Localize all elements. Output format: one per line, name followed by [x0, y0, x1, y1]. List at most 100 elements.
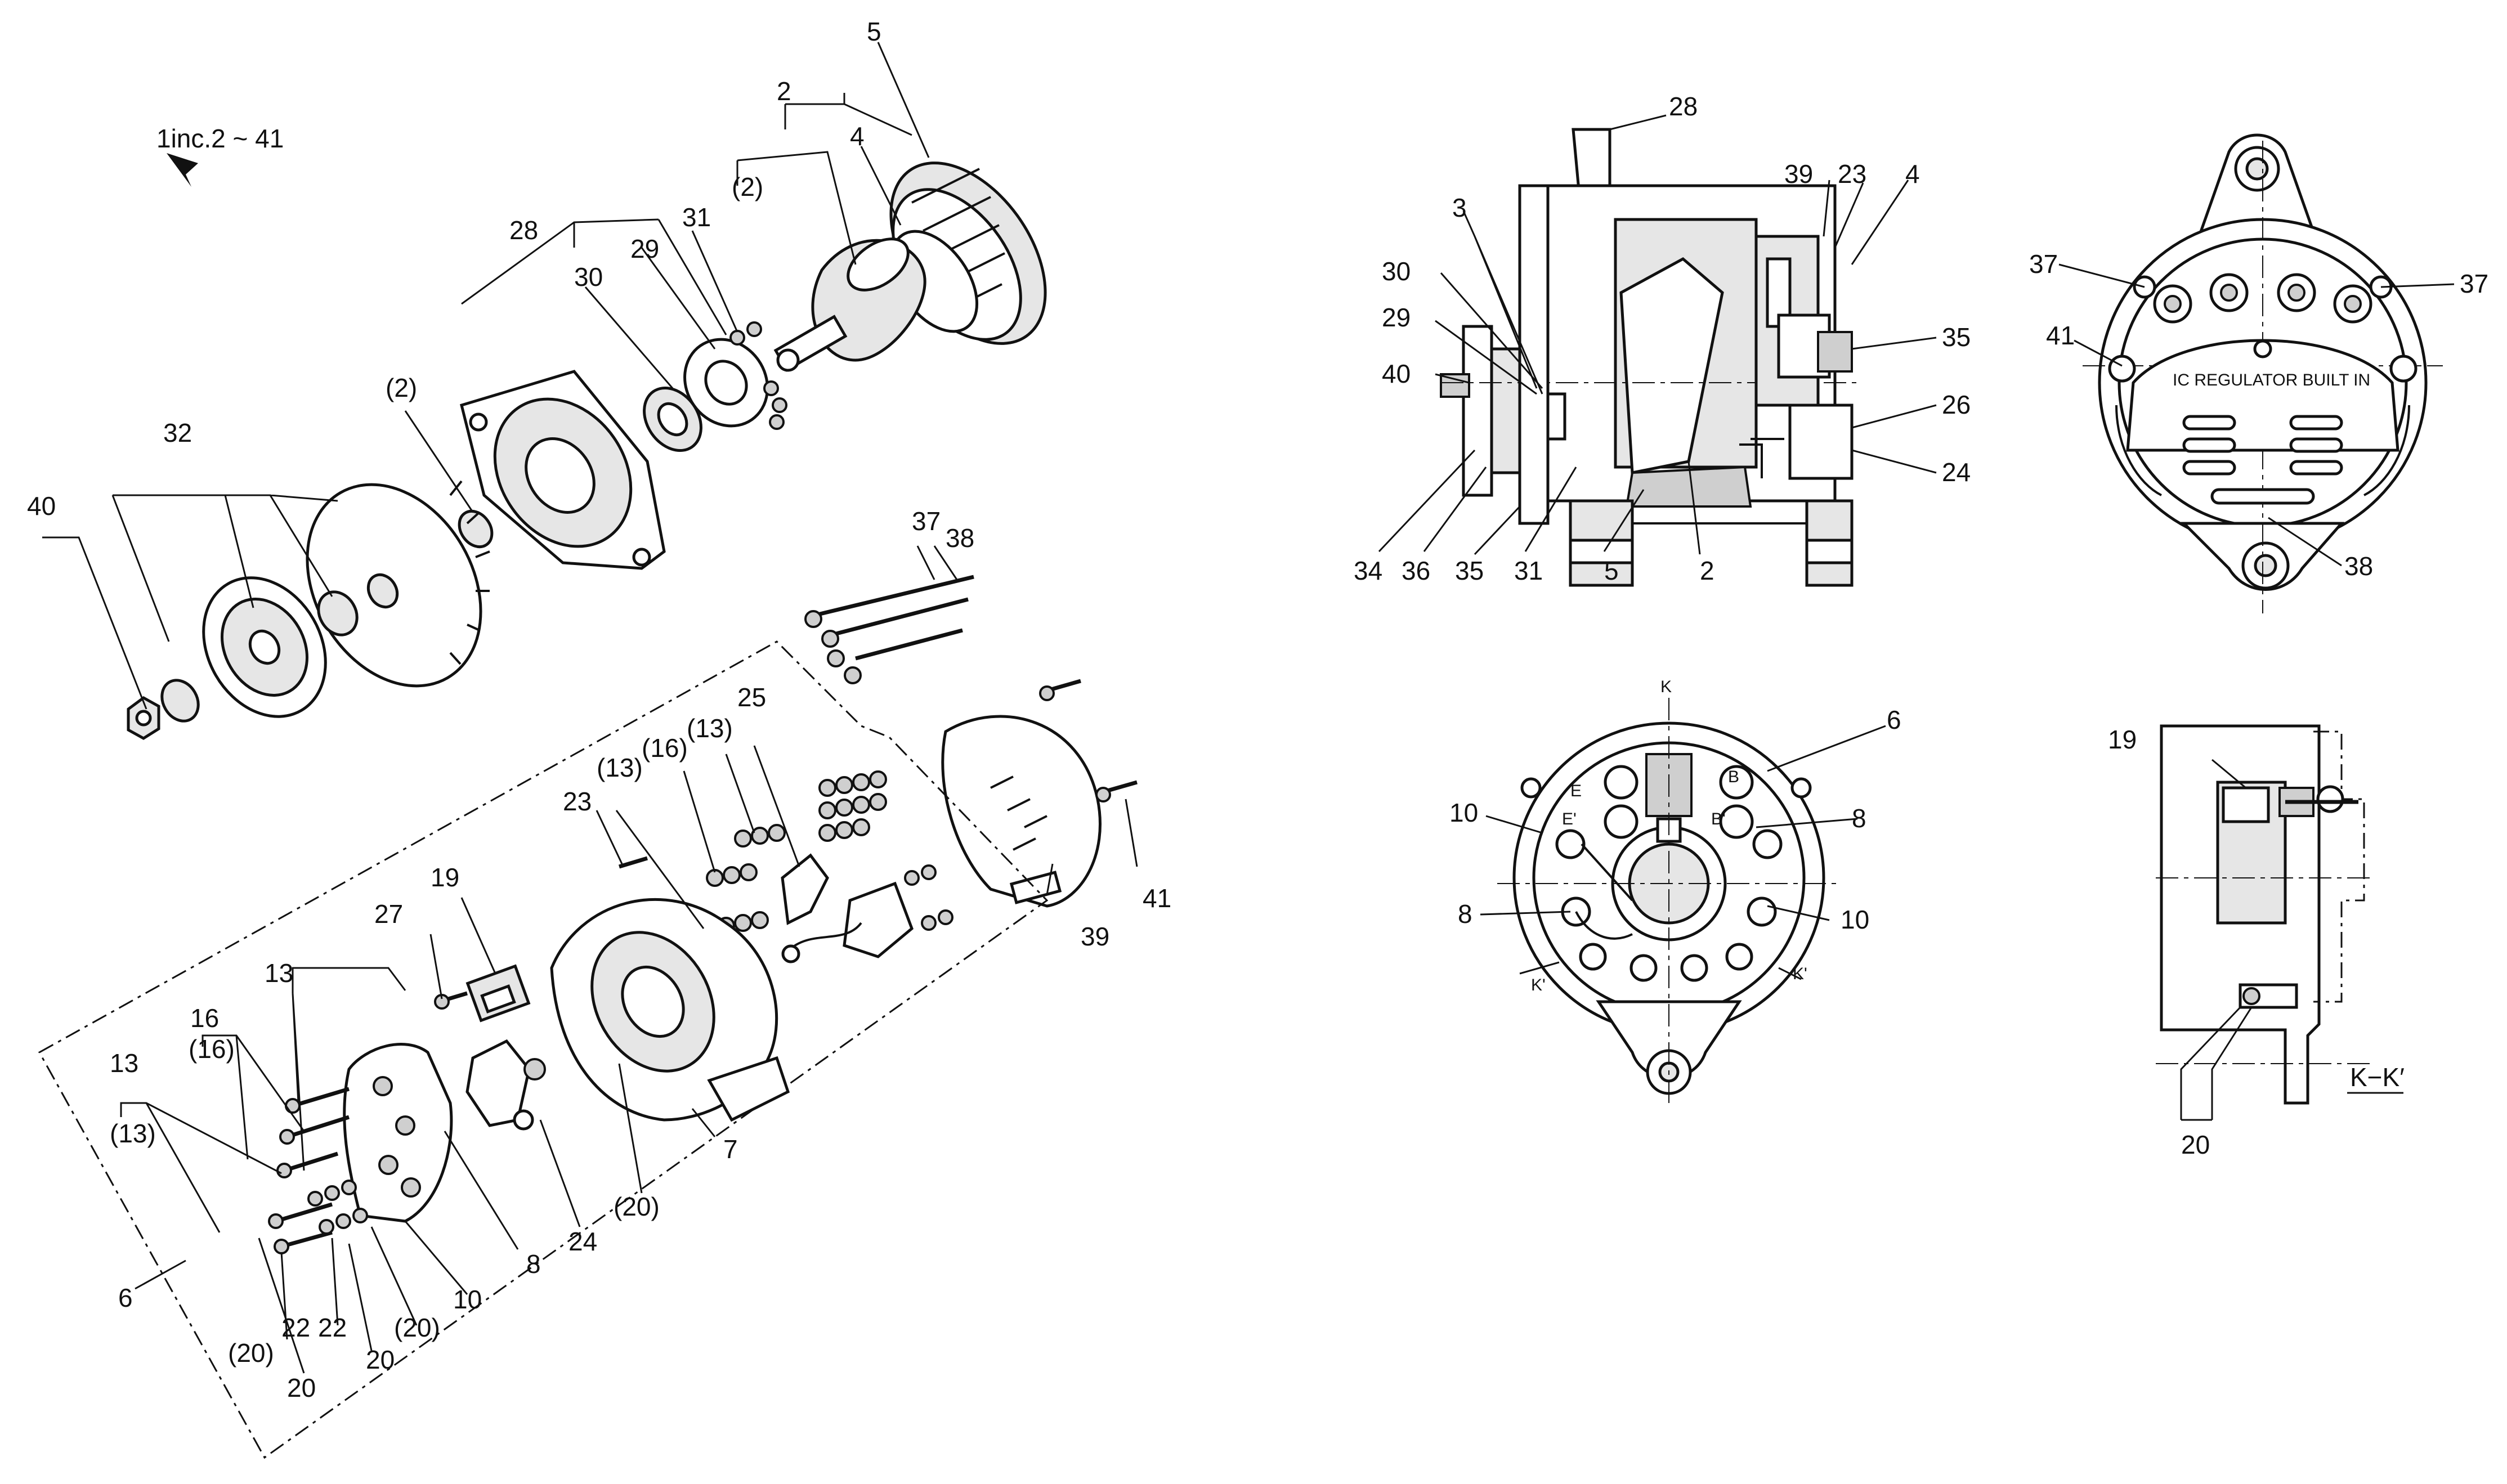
- callout: 10: [1449, 798, 1478, 827]
- callout: 19: [431, 863, 459, 892]
- callout: (16): [642, 733, 688, 763]
- callout: 30: [574, 262, 603, 292]
- terminal-mark: B: [1728, 768, 1739, 786]
- callout: 31: [682, 203, 711, 232]
- callout: 8: [1852, 804, 1866, 833]
- callout: 6: [118, 1283, 133, 1312]
- callout: 4: [850, 122, 865, 151]
- rotor-part: [773, 237, 926, 372]
- callout: (13): [597, 753, 643, 782]
- callout: 2: [777, 77, 791, 106]
- callout: 37: [2029, 249, 2058, 279]
- stator-part: [889, 162, 1047, 345]
- callout: 37: [912, 506, 941, 536]
- front-housing-part: [459, 370, 666, 570]
- callout: (2): [386, 373, 417, 402]
- callout: 5: [1604, 556, 1619, 585]
- callout: 2: [1700, 556, 1714, 585]
- spacer-part: [458, 509, 494, 549]
- callout: 20: [366, 1345, 395, 1374]
- callout: 40: [1382, 359, 1411, 388]
- section-mark: K': [1531, 976, 1546, 994]
- callout: 13: [265, 958, 293, 988]
- side-leader-lines: [1378, 114, 1937, 555]
- rectifier-part: [343, 1043, 453, 1223]
- bearing-part: [643, 386, 702, 452]
- callout: 37: [2460, 269, 2488, 298]
- rear-view: IC REGULATOR BUILT IN 37 37 41 38: [2029, 133, 2488, 613]
- section-mark: K': [1793, 965, 1807, 983]
- callout: 6: [1887, 705, 1901, 734]
- callout: 41: [1143, 884, 1171, 913]
- terminal-mark: E: [1570, 782, 1582, 800]
- callout: 10: [453, 1285, 482, 1314]
- collar-part: [317, 590, 359, 636]
- callout: 26: [1942, 390, 1971, 419]
- callout: 7: [723, 1135, 738, 1164]
- terminal-mark: B': [1711, 810, 1726, 828]
- callout: 31: [1514, 556, 1543, 585]
- callout: (20): [228, 1338, 274, 1368]
- callout: 13: [110, 1048, 138, 1078]
- callout: 29: [1382, 303, 1411, 332]
- callout: 39: [1081, 922, 1109, 951]
- washer-group: [706, 770, 887, 935]
- section-title: K−K′: [2350, 1062, 2405, 1092]
- assembly-note: 1inc.2 ~ 41: [156, 124, 284, 153]
- rear-housing-part: [550, 898, 790, 1122]
- exploded-view: 5 2 4 (2) 31 28 29 30 (2) 32 40 37 38 39…: [27, 17, 1171, 1459]
- pin-part: [618, 856, 648, 869]
- washer-part: [160, 679, 200, 723]
- through-bolts: [804, 575, 974, 684]
- terminal-view: E E' B B' K K' K' 6 10 8 8 10: [1449, 678, 1901, 1103]
- subassembly-outline: [38, 640, 1049, 1459]
- callout: (13): [110, 1119, 156, 1148]
- callout: (2): [732, 172, 763, 201]
- callout: (16): [189, 1034, 235, 1064]
- section-kk-view: 19 20 K−K′: [2108, 724, 2405, 1159]
- callout: 16: [190, 1003, 219, 1033]
- pointer-arrow-icon: [167, 153, 198, 187]
- callout: (20): [394, 1313, 440, 1342]
- callout: 8: [1458, 899, 1472, 929]
- callout: 36: [1402, 556, 1430, 585]
- callout: 34: [1354, 556, 1382, 585]
- callout: 10: [1841, 905, 1869, 934]
- callout: 19: [2108, 725, 2137, 754]
- callout: (20): [614, 1192, 660, 1221]
- callout: 32: [163, 418, 192, 447]
- callout: 28: [1669, 92, 1698, 121]
- callout: 22: [318, 1313, 347, 1342]
- brush-holder-part: [465, 1039, 546, 1131]
- callout: 4: [1905, 159, 1920, 189]
- terminal-mark: E': [1562, 810, 1577, 828]
- callout: 24: [1942, 458, 1971, 487]
- callout: 5: [867, 17, 881, 46]
- callout: 30: [1382, 257, 1411, 286]
- pulley-part: [202, 576, 327, 718]
- side-section-view: 28 3 39 23 4 30 29 40 35 26 24 34 36 35 …: [1354, 92, 1971, 587]
- callout: 24: [568, 1227, 597, 1256]
- connector-bracket-part: [781, 853, 953, 963]
- callout: 29: [630, 234, 659, 263]
- section-mark: K: [1660, 678, 1672, 696]
- callout: 25: [737, 683, 766, 712]
- callout: 23: [1838, 159, 1866, 189]
- callout: 38: [946, 523, 974, 553]
- callout: 20: [2181, 1130, 2210, 1159]
- regulator-part: [465, 964, 531, 1023]
- plate-text: IC REGULATOR BUILT IN: [2173, 371, 2370, 389]
- callout: (13): [687, 714, 733, 743]
- callout: 39: [1784, 159, 1813, 189]
- callout: 38: [2344, 552, 2373, 581]
- callout: 28: [509, 216, 538, 245]
- callout: 35: [1942, 322, 1971, 352]
- callout: 41: [2046, 321, 2075, 350]
- callout: 22: [281, 1313, 310, 1342]
- rear-cover-part: [941, 715, 1102, 908]
- rectifier-screws: [268, 1087, 368, 1254]
- callout: 8: [526, 1249, 541, 1279]
- callout: 40: [27, 491, 56, 521]
- retainer-plate-part: [683, 321, 787, 430]
